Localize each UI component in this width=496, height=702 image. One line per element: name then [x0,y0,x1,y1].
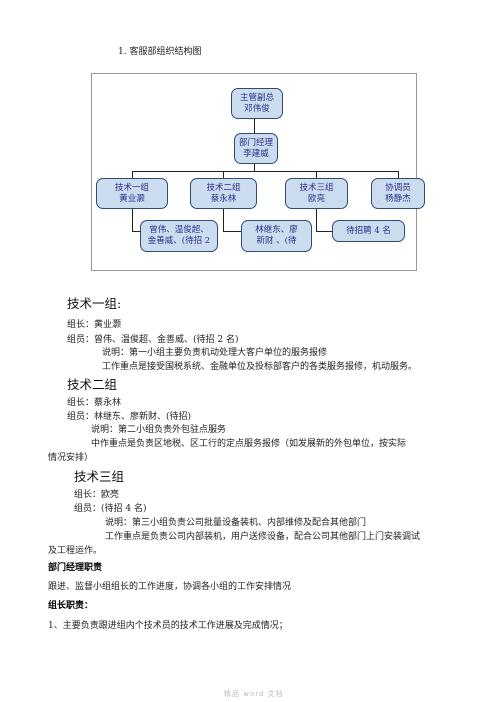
group-2-focus: 中作重点是负责区地税、区工行的定点服务报修（如发展新的外包单位，按实际 [91,439,407,449]
node-name: 欧亮 [307,193,325,204]
group-2-focus-cont: 情况安排） [48,453,94,463]
org-node-group-1: 技术一组 黄业灏 [96,178,168,209]
node-line: 林继东、廖 [255,225,298,235]
node-name: 邓伟俊 [244,103,270,114]
node-role: 技术二组 [206,182,241,193]
group-2-leader: 组长：蔡永林 [67,398,122,408]
node-line: 待招聘 4 名 [346,225,391,236]
group-1-focus: 工作重点是接受国税系统、金融单位及投标部客户的各类服务报修，机动服务。 [102,362,418,372]
node-name: 黄业灏 [119,193,145,204]
node-name: 李建威 [243,148,269,159]
node-role: 协调员 [385,182,411,193]
org-node-manager: 部门经理 李建威 [234,133,278,164]
org-node-coordinator: 协调员 杨静杰 [371,178,425,209]
org-node-group-3: 技术三组 欧亮 [285,178,348,209]
connector [254,164,255,172]
connector [223,231,241,232]
manager-duty-heading: 部门经理职责 [48,563,103,573]
connector [223,171,224,178]
connector [223,208,224,231]
org-node-members-1: 曾伟、温俊超、 金善威、(待招 2 [140,220,218,252]
node-role: 技术一组 [114,182,149,193]
leader-duty-item-1: 1、主要负责跟进组内个技术员的技术工作进展及完成情况； [48,621,288,631]
group-2-members: 组员：林继东、廖新财、(待招) [67,412,192,422]
node-line: 曾伟、温俊超、 [149,225,209,235]
section-heading-group-1: 技术一组: [67,296,122,311]
org-node-vp: 主管副总 邓伟俊 [231,88,283,119]
footer-watermark: 精品 word 文档 [224,690,284,698]
node-role: 部门经理 [238,137,273,148]
org-node-members-2: 林继东、廖 新财 、(待 [241,220,312,252]
connector [132,231,140,232]
manager-duty-text: 跟进、监督小组组长的工作进度，协调各小组的工作安排情况 [48,582,292,592]
group-3-members: 组员：(待招 4 名) [74,504,147,514]
group-1-leader: 组长：黄业灏 [67,320,122,330]
node-name: 蔡永林 [210,193,237,204]
org-node-group-2: 技术二组 蔡永林 [190,178,257,209]
org-node-members-3: 待招聘 4 名 [332,220,405,242]
connector [132,171,133,178]
connector [398,171,399,178]
node-line: 新财 、(待 [256,236,297,246]
node-role: 技术三组 [299,182,334,193]
connector [316,231,332,232]
org-chart-frame [91,73,417,271]
leader-duty-heading: 组长职责： [48,601,94,611]
group-2-note: 说明：第二小组负责外包驻点服务 [91,425,227,435]
group-3-focus-cont: 及工程运作。 [48,546,103,556]
node-line: 金善威、(待招 2 [147,236,211,246]
group-1-members: 组员：曾伟、温俊超、金善威、(待招 2 名) [67,335,239,345]
group-3-note: 说明：第三小组负责公司批量设备装机、内部维修及配合其他部门 [105,518,367,528]
connector [316,208,317,231]
group-3-focus: 工作重点是负责公司内部装机，用户送修设备，配合公司其他部门上门安装调试 [105,532,421,542]
connector [254,118,255,133]
group-1-note: 说明：第一小组主要负责机动处理大客户单位的服务报修 [102,348,328,358]
chart-title: 1. 客服部组织结构图 [118,47,202,57]
connector [132,208,133,231]
node-name: 杨静杰 [385,193,411,204]
group-3-leader: 组长：欧亮 [74,490,120,500]
node-role: 主管副总 [239,92,274,103]
section-heading-group-3: 技术三组 [74,469,125,484]
section-heading-group-2: 技术二组 [67,377,118,392]
connector [316,171,317,178]
connector [132,171,399,172]
